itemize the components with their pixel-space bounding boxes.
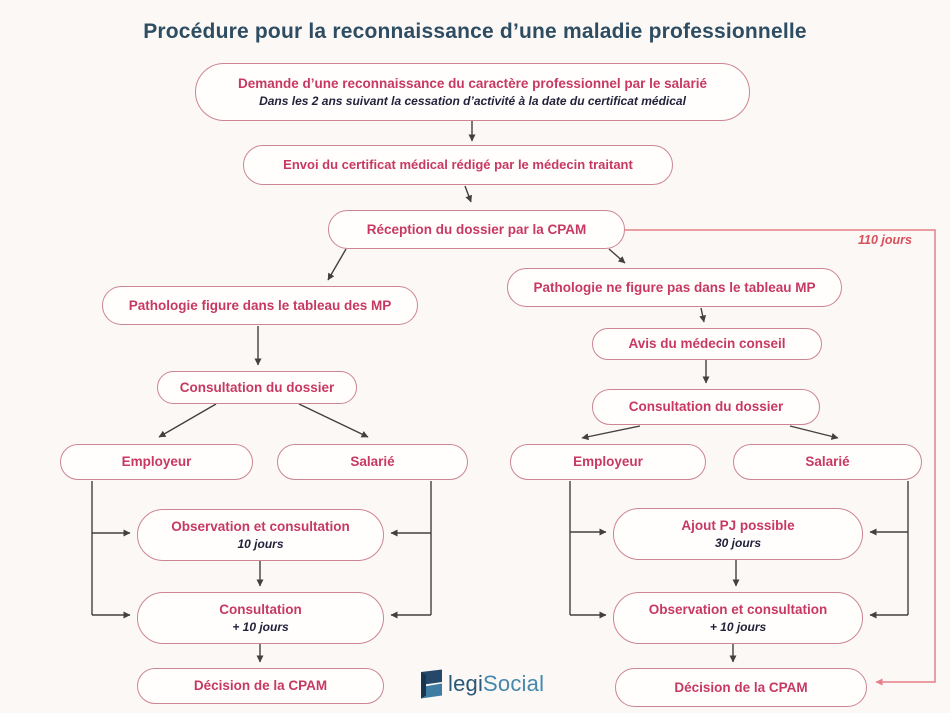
- legisocial-logo-icon: [418, 669, 444, 699]
- node-consultation-left-label: Consultation: [219, 602, 302, 618]
- node-decision-left-label: Décision de la CPAM: [193, 678, 328, 694]
- node-employeur-left-label: Employeur: [121, 454, 192, 470]
- node-envoi-label: Envoi du certificat médical rédigé par l…: [283, 156, 633, 172]
- node-reception-label: Réception du dossier par la CPAM: [366, 221, 587, 237]
- node-pathologie-tableau-label: Pathologie figure dans le tableau des MP: [128, 297, 392, 313]
- node-consultation-dossier-right: Consultation du dossier: [592, 389, 820, 425]
- arrow-consultdossier-salarie-left: [298, 403, 369, 438]
- node-ajout-pj-sublabel: 30 jours: [714, 535, 762, 550]
- node-avis-medecin: Avis du médecin conseil: [592, 328, 822, 360]
- node-salarie-right-label: Salarié: [805, 454, 850, 470]
- node-consultation-left-sublabel: + 10 jours: [232, 619, 289, 634]
- node-ajout-pj: Ajout PJ possible 30 jours: [613, 508, 863, 560]
- node-demande: Demande d’une reconnaissance du caractèr…: [195, 63, 750, 121]
- node-observation-left-label: Observation et consultation: [171, 519, 350, 535]
- node-decision-right: Décision de la CPAM: [615, 668, 867, 707]
- node-observation-left-sublabel: 10 jours: [237, 536, 284, 551]
- node-envoi: Envoi du certificat médical rédigé par l…: [243, 145, 673, 185]
- node-observation-left: Observation et consultation 10 jours: [137, 509, 384, 561]
- node-employeur-right: Employeur: [510, 444, 706, 480]
- arrow-consultdossier-employeur-left: [158, 403, 217, 438]
- node-avis-medecin-label: Avis du médecin conseil: [628, 336, 786, 352]
- node-decision-left: Décision de la CPAM: [137, 668, 384, 704]
- node-consultation-left: Consultation + 10 jours: [137, 592, 384, 644]
- arrow-reception-patho-left: [327, 248, 347, 281]
- node-employeur-left: Employeur: [60, 444, 253, 480]
- logo-text-legi: legi: [448, 671, 484, 696]
- node-observation-right: Observation et consultation + 10 jours: [613, 592, 863, 644]
- logo-text-social: Social: [483, 671, 545, 696]
- arrow-consultdossier-salarie-right: [789, 425, 839, 440]
- page-title: Procédure pour la reconnaissance d’une m…: [143, 20, 807, 43]
- node-decision-right-label: Décision de la CPAM: [674, 679, 808, 695]
- node-employeur-right-label: Employeur: [573, 454, 643, 470]
- node-pathologie-hors-tableau-label: Pathologie ne figure pas dans le tableau…: [533, 279, 816, 295]
- node-ajout-pj-label: Ajout PJ possible: [681, 518, 795, 534]
- node-salarie-left-label: Salarié: [350, 454, 395, 470]
- node-pathologie-hors-tableau: Pathologie ne figure pas dans le tableau…: [507, 268, 842, 307]
- node-consultation-dossier-left: Consultation du dossier: [157, 371, 357, 404]
- node-consultation-dossier-right-label: Consultation du dossier: [628, 399, 784, 415]
- node-observation-right-label: Observation et consultation: [648, 602, 828, 618]
- legisocial-logo: legiSocial: [418, 669, 544, 699]
- arrow-consultdossier-employeur-right: [581, 425, 641, 441]
- node-observation-right-sublabel: + 10 jours: [709, 619, 767, 634]
- delay-110-jours-label: 110 jours: [858, 233, 912, 247]
- node-pathologie-tableau: Pathologie figure dans le tableau des MP: [102, 286, 418, 325]
- node-salarie-left: Salarié: [277, 444, 468, 480]
- node-reception: Réception du dossier par la CPAM: [328, 210, 625, 249]
- node-demande-sublabel: Dans les 2 ans suivant la cessation d’ac…: [259, 93, 686, 108]
- node-demande-label: Demande d’une reconnaissance du caractèr…: [238, 76, 707, 92]
- legisocial-logo-text: legiSocial: [448, 671, 544, 697]
- arrow-envoi-reception: [464, 185, 472, 203]
- arrow-reception-patho-right: [608, 248, 626, 264]
- node-salarie-right: Salarié: [733, 444, 922, 480]
- arrow-patho-avis: [699, 307, 707, 323]
- node-consultation-dossier-left-label: Consultation du dossier: [179, 379, 335, 395]
